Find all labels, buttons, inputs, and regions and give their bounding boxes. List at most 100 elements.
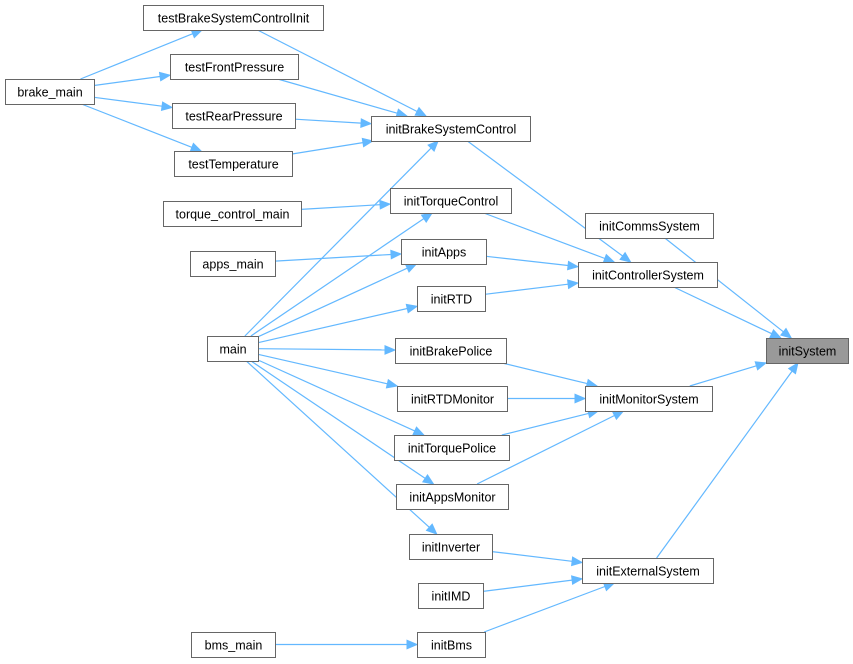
nodes-layer: initSystem initCommsSystem initControllerS… bbox=[5, 5, 849, 658]
arrowhead-icon bbox=[406, 639, 419, 650]
arrowhead-icon bbox=[427, 140, 439, 152]
node-box bbox=[418, 583, 484, 609]
node-bms-main[interactable]: bms_main bbox=[191, 632, 276, 658]
node-box bbox=[191, 632, 276, 658]
node-init-rtd[interactable]: initRTD bbox=[417, 286, 486, 312]
node-init-imd[interactable]: initIMD bbox=[418, 583, 484, 609]
node-label: initTorquePolice bbox=[408, 442, 496, 456]
edge-bms-main-to-init-bms bbox=[275, 639, 419, 650]
edge-torque-control-main-to-init-torque-control bbox=[300, 199, 392, 210]
node-label: initTorqueControl bbox=[404, 195, 499, 209]
node-init-system[interactable]: initSystem bbox=[766, 338, 849, 364]
node-box bbox=[5, 79, 95, 105]
node-init-bms[interactable]: initBms bbox=[417, 632, 486, 658]
edge-line bbox=[257, 29, 418, 113]
node-box bbox=[207, 336, 259, 362]
arrowhead-icon bbox=[412, 426, 425, 436]
node-box bbox=[190, 251, 276, 277]
edge-line bbox=[664, 237, 784, 333]
node-test-brake-system-control-init[interactable]: testBrakeSystemControlInit bbox=[143, 5, 324, 31]
arrowhead-icon bbox=[361, 137, 375, 148]
edge-line bbox=[483, 585, 606, 633]
node-init-rtd-monitor[interactable]: initRTDMonitor bbox=[397, 386, 508, 412]
node-torque-control-main[interactable]: torque_control_main bbox=[163, 201, 302, 227]
edge-main-to-init-rtd-monitor bbox=[257, 353, 399, 389]
edge-brake-main-to-test-front-pressure bbox=[93, 71, 172, 87]
node-test-front-pressure[interactable]: testFrontPressure bbox=[170, 54, 299, 80]
edge-init-comms-system-to-init-system bbox=[664, 237, 793, 339]
node-box bbox=[170, 54, 299, 80]
arrowhead-icon bbox=[158, 71, 172, 82]
node-apps-main[interactable]: apps_main bbox=[190, 251, 276, 277]
node-init-brake-system-control[interactable]: initBrakeSystemControl bbox=[371, 116, 531, 142]
node-test-rear-pressure[interactable]: testRearPressure bbox=[172, 103, 296, 129]
edge-line bbox=[257, 353, 388, 385]
node-label: initApps bbox=[422, 246, 466, 260]
node-init-comms-system[interactable]: initCommsSystem bbox=[585, 213, 714, 239]
node-box bbox=[409, 534, 493, 560]
node-init-controller-system[interactable]: initControllerSystem bbox=[578, 262, 718, 288]
node-box bbox=[394, 435, 510, 461]
edge-test-front-pressure-to-init-brake-system-control bbox=[277, 78, 409, 118]
edge-init-apps-to-init-controller-system bbox=[485, 255, 580, 271]
node-brake-main[interactable]: brake_main bbox=[5, 79, 95, 105]
node-box bbox=[172, 103, 296, 129]
node-label: initRTD bbox=[431, 293, 472, 307]
node-label: initCommsSystem bbox=[599, 220, 700, 234]
node-init-torque-control[interactable]: initTorqueControl bbox=[390, 188, 512, 214]
node-main[interactable]: main bbox=[207, 336, 259, 362]
edge-init-rtd-monitor-to-init-monitor-system bbox=[507, 393, 587, 404]
node-test-temperature[interactable]: testTemperature bbox=[174, 151, 293, 177]
node-label: main bbox=[219, 343, 246, 357]
edge-main-to-init-apps-monitor bbox=[250, 360, 435, 485]
edge-init-inverter-to-init-external-system bbox=[491, 551, 584, 567]
edge-test-brake-system-control-init-to-init-brake-system-control bbox=[257, 29, 428, 117]
node-box bbox=[578, 262, 718, 288]
edge-line bbox=[257, 307, 408, 344]
node-init-torque-police[interactable]: initTorquePolice bbox=[394, 435, 510, 461]
edge-line bbox=[501, 412, 589, 436]
node-box bbox=[417, 632, 486, 658]
edge-init-imd-to-init-external-system bbox=[482, 575, 584, 592]
arrowhead-icon bbox=[360, 118, 373, 129]
node-init-apps[interactable]: initApps bbox=[401, 239, 487, 265]
node-label: bms_main bbox=[205, 639, 263, 653]
arrowhead-icon bbox=[619, 251, 632, 263]
node-init-apps-monitor[interactable]: initAppsMonitor bbox=[396, 484, 509, 510]
edge-line bbox=[485, 255, 569, 267]
node-init-monitor-system[interactable]: initMonitorSystem bbox=[585, 386, 713, 412]
edge-line bbox=[257, 348, 386, 351]
node-label: initIMD bbox=[432, 590, 471, 604]
edge-init-rtd-to-init-controller-system bbox=[484, 279, 580, 295]
edge-line bbox=[484, 283, 569, 295]
arrowhead-icon bbox=[754, 361, 768, 371]
edge-line bbox=[294, 118, 362, 124]
edge-line bbox=[501, 362, 588, 385]
edge-apps-main-to-init-apps bbox=[274, 249, 403, 262]
node-box bbox=[390, 188, 512, 214]
node-init-external-system[interactable]: initExternalSystem bbox=[582, 558, 714, 584]
node-box bbox=[401, 239, 487, 265]
node-box bbox=[395, 338, 507, 364]
edge-line bbox=[93, 96, 163, 107]
edge-line bbox=[274, 253, 392, 262]
arrowhead-icon bbox=[571, 575, 584, 586]
edge-line bbox=[244, 147, 432, 337]
edge-test-temperature-to-init-brake-system-control bbox=[291, 137, 375, 155]
node-init-inverter[interactable]: initInverter bbox=[409, 534, 493, 560]
arrowhead-icon bbox=[611, 410, 625, 421]
node-label: testRearPressure bbox=[185, 110, 282, 124]
arrowhead-icon bbox=[567, 260, 580, 271]
node-label: torque_control_main bbox=[176, 208, 290, 222]
edge-main-to-init-torque-control bbox=[250, 212, 434, 337]
edge-line bbox=[483, 212, 606, 260]
edge-init-bms-to-init-external-system bbox=[483, 582, 616, 633]
edge-line bbox=[482, 579, 573, 592]
edge-main-to-init-torque-police bbox=[257, 359, 425, 436]
node-box bbox=[163, 201, 302, 227]
node-box bbox=[585, 386, 713, 412]
node-init-brake-police[interactable]: initBrakePolice bbox=[395, 338, 507, 364]
arrowhead-icon bbox=[571, 556, 584, 567]
edge-line bbox=[277, 78, 398, 114]
edge-brake-main-to-test-rear-pressure bbox=[93, 96, 174, 111]
